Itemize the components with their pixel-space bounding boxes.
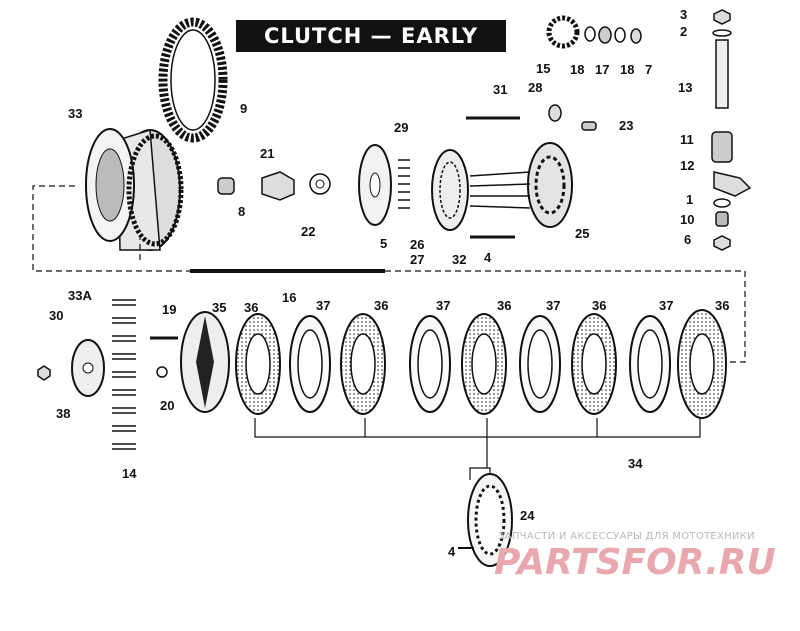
callout-20: 20	[160, 398, 174, 413]
callout-25: 25	[575, 226, 589, 241]
callout-34: 34	[628, 456, 643, 471]
friction-plate	[677, 309, 727, 419]
spring-plate	[358, 144, 410, 226]
callout-14: 14	[122, 466, 137, 481]
callout-31: 31	[493, 82, 507, 97]
clutch-hub	[431, 116, 573, 239]
steel-plate	[519, 315, 561, 413]
callout-37: 37	[436, 298, 450, 313]
callout-2: 2	[680, 24, 687, 39]
callout-8: 8	[238, 204, 245, 219]
callout-12: 12	[680, 158, 694, 173]
callout-29: 29	[394, 120, 408, 135]
callout-30: 30	[49, 308, 63, 323]
callout-22: 22	[301, 224, 315, 239]
callout-36: 36	[497, 298, 511, 313]
callout-38: 38	[56, 406, 70, 421]
callout-33a: 33A	[68, 288, 92, 303]
friction-plate	[571, 313, 617, 415]
diagram-title: CLUTCH — EARLY 1984	[236, 20, 506, 80]
callout-37: 37	[546, 298, 560, 313]
callout-36: 36	[374, 298, 388, 313]
callout-35: 35	[212, 300, 226, 315]
callout-13: 13	[678, 80, 692, 95]
callout-24: 24	[520, 508, 535, 523]
steel-plate	[409, 315, 451, 413]
callout-32: 32	[452, 252, 466, 267]
callout-27: 27	[410, 252, 424, 267]
steel-plate	[289, 315, 331, 413]
callout-4: 4	[484, 250, 492, 265]
friction-plate	[461, 313, 507, 415]
callout-36: 36	[244, 300, 258, 315]
callout-37: 37	[659, 298, 673, 313]
callout-9: 9	[240, 101, 247, 116]
callout-6: 6	[684, 232, 691, 247]
callout-17: 17	[595, 62, 609, 77]
watermark-logo: PARTSFOR.RU	[494, 542, 776, 583]
friction-plate	[340, 313, 386, 415]
callout-28: 28	[528, 80, 542, 95]
pressure-plate-parts	[37, 299, 230, 450]
callout-36: 36	[592, 298, 606, 313]
watermark-caption: ЗАПЧАСТИ И АКСЕССУАРЫ ДЛЯ МОТОТЕХНИКИ	[498, 531, 755, 542]
spring-plate-24	[458, 473, 513, 567]
callout-3: 3	[680, 7, 687, 22]
friction-plate	[235, 313, 281, 415]
callout-labels: 3 2 15 18 17 18 7 13 9 33 31 28 23 29 11…	[49, 7, 729, 559]
callout-19: 19	[162, 302, 176, 317]
callout-5: 5	[380, 236, 387, 251]
callout-4: 4	[448, 544, 456, 559]
callout-21: 21	[260, 146, 274, 161]
callout-33: 33	[68, 106, 82, 121]
assembly-lines	[32, 185, 746, 363]
steel-plate	[629, 315, 671, 413]
callout-18: 18	[620, 62, 634, 77]
callout-23: 23	[619, 118, 633, 133]
callout-10: 10	[680, 212, 694, 227]
callout-18: 18	[570, 62, 584, 77]
callout-1: 1	[686, 192, 693, 207]
callout-37: 37	[316, 298, 330, 313]
callout-16: 16	[282, 290, 296, 305]
clutch-shell	[85, 128, 184, 251]
clutch-sprocket-ring	[158, 17, 228, 143]
adjuster-hardware	[468, 9, 752, 251]
callout-36: 36	[715, 298, 729, 313]
small-hub-parts	[217, 171, 331, 201]
callout-11: 11	[680, 132, 694, 147]
callout-15: 15	[536, 61, 550, 76]
callout-26: 26	[410, 237, 424, 252]
callout-7: 7	[645, 62, 652, 77]
